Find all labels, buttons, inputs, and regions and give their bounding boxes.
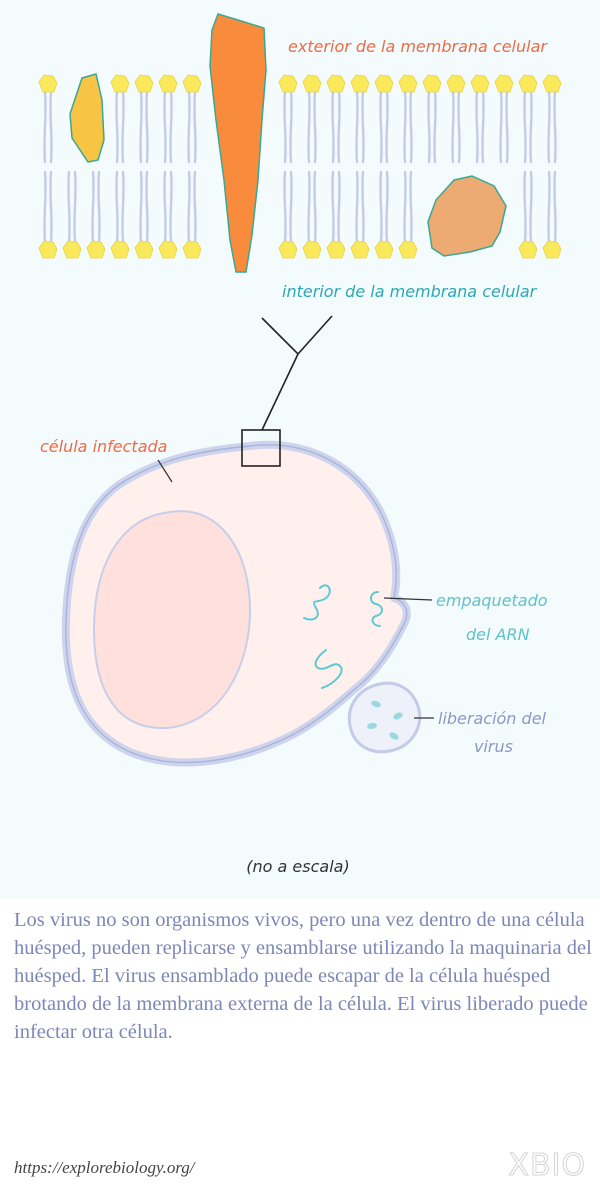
phospholipid: [38, 170, 58, 259]
source-url[interactable]: https://explorebiology.org/: [14, 1158, 195, 1177]
phospholipid: [158, 74, 178, 164]
phospholipid: [86, 170, 106, 259]
peripheral-membrane-protein: [427, 175, 507, 257]
caption-text: Los virus no son organismos vivos, pero …: [14, 909, 592, 1043]
scale-note: (no a escala): [246, 857, 349, 876]
phospholipid: [422, 74, 442, 164]
lipid-bilayer: [38, 74, 562, 259]
magnification-box: [241, 429, 281, 467]
phospholipid: [158, 170, 178, 259]
diagram-panel: exterior de la membrana celular interior…: [0, 0, 600, 898]
infected-cell-label: célula infectada: [40, 437, 167, 456]
outer-membrane-label: exterior de la membrana celular: [288, 37, 548, 56]
cell-membrane-outline: [65, 444, 408, 764]
phospholipid: [518, 74, 538, 164]
rna-packaging-label-line1: empaquetado: [436, 591, 548, 610]
membrane-budding-diagram: exterior de la membrana celular interior…: [38, 13, 562, 876]
phospholipid: [446, 74, 466, 164]
phospholipid: [470, 74, 490, 164]
rna-strands: [303, 584, 383, 689]
phospholipid: [62, 170, 82, 259]
phospholipid: [134, 74, 154, 164]
phospholipid: [182, 170, 202, 259]
phospholipid: [398, 170, 418, 259]
phospholipid: [278, 74, 298, 164]
large-transmembrane-protein: [209, 13, 267, 273]
rna-packaging-leader: [383, 597, 433, 601]
phospholipid: [374, 170, 394, 259]
phospholipid: [374, 74, 394, 164]
infected-cell-leader: [157, 459, 173, 483]
phospholipid: [134, 170, 154, 259]
phospholipid: [494, 74, 514, 164]
phospholipid: [326, 170, 346, 259]
viral-particles: [367, 700, 403, 740]
phospholipid: [302, 170, 322, 259]
phospholipid: [110, 74, 130, 164]
phospholipid: [350, 170, 370, 259]
budding-virus: [347, 681, 422, 754]
phospholipid: [326, 74, 346, 164]
phospholipid: [278, 170, 298, 259]
inner-membrane-label: interior de la membrana celular: [282, 282, 538, 301]
phospholipid: [110, 170, 130, 259]
phospholipid: [350, 74, 370, 164]
phospholipid: [542, 74, 562, 164]
zoom-connector-line: [261, 315, 333, 431]
phospholipid: [38, 74, 58, 164]
phospholipid: [518, 170, 538, 259]
small-transmembrane-protein: [69, 73, 105, 163]
xbio-logo: XBIO: [508, 1148, 586, 1184]
phospholipid: [182, 74, 202, 164]
phospholipid: [398, 74, 418, 164]
rna-packaging-label-line2: del ARN: [466, 625, 530, 644]
phospholipid: [542, 170, 562, 259]
virus-release-label-line1: liberación del: [438, 709, 547, 728]
virus-release-label-line2: virus: [474, 737, 513, 756]
nucleus: [92, 510, 252, 730]
phospholipid: [302, 74, 322, 164]
